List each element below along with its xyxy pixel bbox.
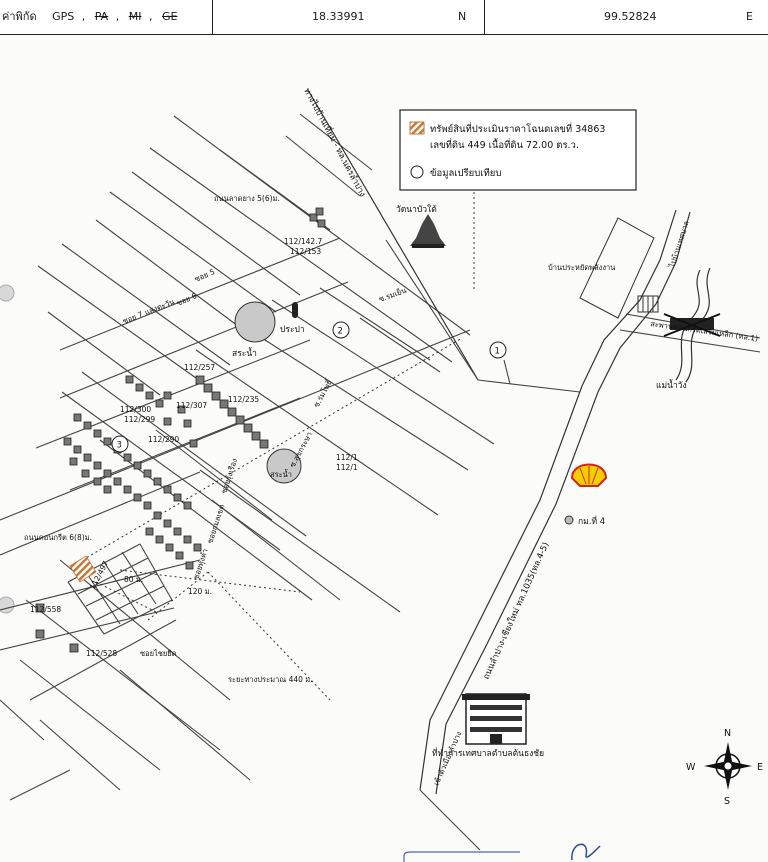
temple-icon xyxy=(410,214,446,248)
label-dist-120: 120 ม. xyxy=(188,587,212,596)
label-soi-nakkhet: ซอยกมลเขต xyxy=(205,503,226,545)
comparable-marker-1: 1 xyxy=(489,341,507,359)
label-pond2: สระน้ำ xyxy=(270,469,292,479)
label-ramen: ซ.รมเย็น xyxy=(377,285,407,304)
svg-text:3: 3 xyxy=(117,441,122,451)
gps-label: ค่าพิกัด xyxy=(2,10,37,23)
svg-text:1: 1 xyxy=(495,347,500,357)
bottom-stamp-marks xyxy=(403,843,601,862)
bridge-icon xyxy=(663,313,721,337)
label-distance-440: ระยะทางประมาณ 440 ม. xyxy=(228,675,313,684)
label-house-land: บ้านประหยัดพลังงาน xyxy=(548,263,615,272)
plot-label: 112/558 xyxy=(30,605,61,614)
label-dist-80: 80 ม. xyxy=(124,575,143,584)
compass-west: W xyxy=(686,762,696,773)
plot-label: 112/1 xyxy=(336,453,358,462)
parcel-markers xyxy=(35,207,326,653)
house-land-area xyxy=(579,217,659,319)
label-river: แม่น้ำวัง xyxy=(656,379,687,391)
road-network xyxy=(0,89,761,851)
legend-subject-swatch xyxy=(409,121,425,135)
comparable-marker-2: 2 xyxy=(332,321,350,339)
label-km4: กม.ที่ 4 xyxy=(578,515,605,527)
compass-north: N xyxy=(724,728,731,739)
label-concrete-road: ถนนคอนกรีต 6(8)ม. xyxy=(24,533,92,542)
label-highway: ถนนลำปาง-เชียงใหม่ ทล.1035(ทล.4-5) xyxy=(481,540,552,681)
plot-label: 112/1 xyxy=(336,463,358,472)
legend-comparable-swatch xyxy=(410,165,424,179)
gps-system-cell: ค่าพิกัด GPS , PA , MI , GE xyxy=(0,0,213,34)
latitude-direction: N xyxy=(458,10,467,23)
location-map: N S E W ทรัพย์สินที่ประเมินราคาโฉนดเลขที… xyxy=(0,86,763,862)
label-soi5: ซอย 5 xyxy=(193,267,216,284)
plot-label: 112/299 xyxy=(124,415,155,424)
compass-icon: N S E W xyxy=(686,728,763,807)
plot-label: 112/290 xyxy=(148,435,179,444)
subject-grid xyxy=(67,543,173,635)
compass-south: S xyxy=(724,796,730,807)
plot-label: 112/257 xyxy=(184,363,215,372)
longitude-value: 99.52824 xyxy=(604,10,657,23)
legend-subject-line2: เลขที่ดิน 449 เนื้อที่ดิน 72.00 ตร.ว. xyxy=(430,138,579,151)
legend-subject-line1: ทรัพย์สินที่ประเมินราคาโฉนดเลขที่ 34863 xyxy=(430,122,605,135)
label-pond1: สระน้ำ xyxy=(232,347,257,359)
longitude-cell: 99.52824 E xyxy=(484,0,766,34)
label-dead-end: ซอยไชยยืด xyxy=(140,649,177,658)
binder-hole-icon xyxy=(0,284,15,614)
label-soi6: ซอย 6 xyxy=(175,291,198,308)
latitude-value: 18.33991 xyxy=(312,10,365,23)
label-road-asphalt: ถนนลาดยาง 5(6)ม. xyxy=(214,194,280,203)
building-icon xyxy=(462,693,530,745)
label-prapa: ประปา xyxy=(280,325,305,335)
pond-2 xyxy=(266,448,302,484)
plot-label: 112/153 xyxy=(290,247,321,256)
plot-label: 112/235 xyxy=(228,395,259,404)
label-municipal: ที่ทำการเทศบาลตำบลต้นธงชัย xyxy=(432,747,544,759)
gps-system-gps: GPS xyxy=(52,10,75,23)
subject-property xyxy=(69,555,97,583)
shell-station-icon xyxy=(570,463,608,487)
svg-text:2: 2 xyxy=(338,327,343,337)
plot-label: 112/528 xyxy=(86,649,117,658)
reference-dotted-lines xyxy=(73,192,475,701)
label-soi-kham: ซอยทุ่งคำ xyxy=(191,548,209,581)
legend-comparable: ข้อมูลเปรียบเทียบ xyxy=(430,167,501,179)
comparable-marker-3: 3 xyxy=(111,435,129,453)
label-soi-ruam: ซอยรุ่งเรือง xyxy=(219,457,239,495)
legend: ทรัพย์สินที่ประเมินราคาโฉนดเลขที่ 34863 … xyxy=(399,109,637,191)
plot-label: 112/307 xyxy=(176,401,207,410)
plot-label: 112/300 xyxy=(120,405,151,414)
gps-coordinate-bar: ค่าพิกัด GPS , PA , MI , GE 18.33991 N 9… xyxy=(0,0,768,35)
label-road-nakhon-lampang: ทางไปบ้านเที่ยม - ทล.นครลำปาง xyxy=(301,86,369,199)
latitude-cell: 18.33991 N xyxy=(212,0,485,34)
water-tower-icon xyxy=(292,302,298,318)
gps-system-mi: MI xyxy=(128,10,142,23)
plot-label: 112/142.7 xyxy=(284,237,323,246)
compass-east: E xyxy=(757,762,763,773)
label-temple: วัดนาบัวใต้ xyxy=(396,204,437,215)
pond-1 xyxy=(234,301,276,343)
longitude-direction: E xyxy=(746,10,753,23)
gps-system-ge: GE xyxy=(161,10,178,23)
gps-system-pa: PA xyxy=(94,10,109,23)
label-soi7: ซอย 7 แสงตะวัน xyxy=(121,297,175,326)
km-marker-icon xyxy=(564,515,574,525)
